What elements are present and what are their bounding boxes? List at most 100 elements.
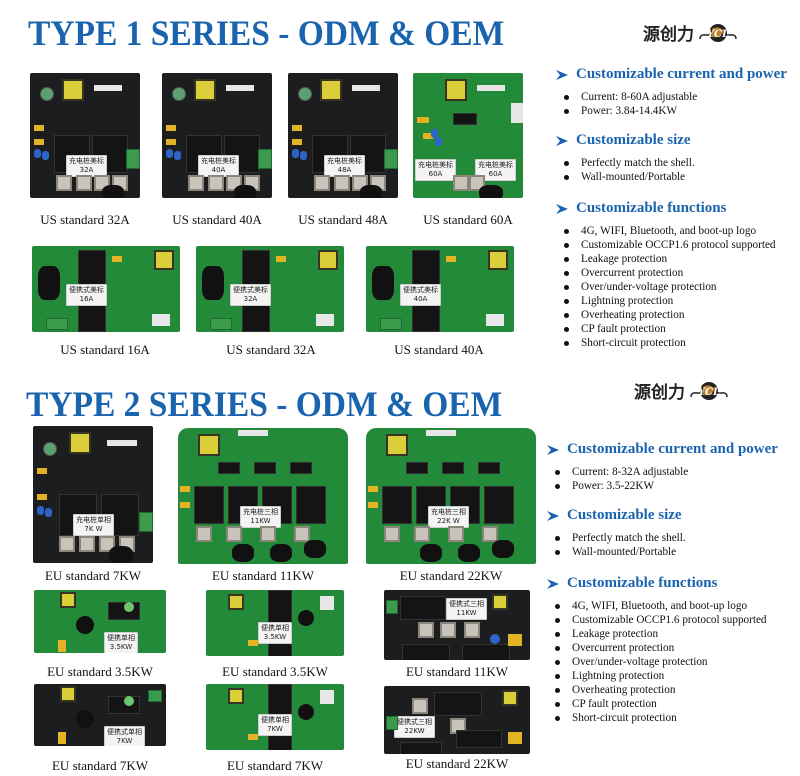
list-item: Leakage protection <box>556 252 796 266</box>
brand-logo-icon: YCL <box>690 381 728 400</box>
list-item: Customizable OCCP1.6 protocol supported <box>547 613 797 627</box>
caption-eu-7kw-portable-b: EU standard 7KW <box>226 758 324 773</box>
list-item: Wall-mounted/Portable <box>547 545 797 559</box>
arrow-bullet-icon <box>547 444 559 455</box>
list-item: Power: 3.5-22KW <box>547 479 797 493</box>
caption-us-16a: US standard 16A <box>60 342 150 357</box>
arrow-bullet-icon <box>556 203 568 214</box>
type1-functions-heading: Customizable functions <box>556 200 796 217</box>
type2-current-power-list: Current: 8-32A adjustable Power: 3.5-22K… <box>547 465 797 493</box>
arrow-bullet-icon <box>547 510 559 521</box>
list-item: Wall-mounted/Portable <box>556 170 796 184</box>
caption-eu-3-5kw-a: EU standard 3.5KW <box>47 664 153 679</box>
caption-us-32a-portable: US standard 32A <box>226 342 316 357</box>
list-item: Customizable OCCP1.6 protocol supported <box>556 238 796 252</box>
caption-us-48a: US standard 48A <box>298 212 388 227</box>
caption-eu-22kw: EU standard 22KW <box>399 568 503 583</box>
list-item: Perfectly match the shell. <box>547 531 797 545</box>
brand-logo-text: 源创力 <box>643 25 694 45</box>
type1-current-power-list: Current: 8-60A adjustable Power: 3.84-14… <box>556 90 796 118</box>
list-item: Current: 8-60A adjustable <box>556 90 796 104</box>
type1-features: Customizable current and power Current: … <box>556 66 796 350</box>
arrow-bullet-icon <box>556 69 568 80</box>
type2-current-power-heading: Customizable current and power <box>547 441 797 458</box>
list-item: Over/under-voltage protection <box>556 280 796 294</box>
type2-size-list: Perfectly match the shell. Wall-mounted/… <box>547 531 797 559</box>
caption-us-32a: US standard 32A <box>40 212 130 227</box>
list-item: Overcurrent protection <box>547 641 797 655</box>
list-item: Perfectly match the shell. <box>556 156 796 170</box>
type1-size-heading: Customizable size <box>556 132 796 149</box>
caption-eu-11kw: EU standard 11KW <box>211 568 315 583</box>
list-item: Short-circuit protection <box>556 336 796 350</box>
list-item: CP fault protection <box>556 322 796 336</box>
list-item: Overheating protection <box>547 683 797 697</box>
brand-logo: 源创力 YCL <box>643 20 738 45</box>
caption-eu-22kw-portable: EU standard 22KW <box>405 756 509 771</box>
list-item: Lightning protection <box>556 294 796 308</box>
svg-text:YCL: YCL <box>707 29 729 40</box>
arrow-bullet-icon <box>547 578 559 589</box>
brand-logo-2: 源创力 YCL <box>634 378 729 403</box>
list-item: Leakage protection <box>547 627 797 641</box>
type1-size-list: Perfectly match the shell. Wall-mounted/… <box>556 156 796 184</box>
svg-text:YCL: YCL <box>698 387 720 398</box>
list-item: Over/under-voltage protection <box>547 655 797 669</box>
type2-functions-heading: Customizable functions <box>547 575 797 592</box>
brand-logo-icon: YCL <box>699 23 737 42</box>
caption-us-60a: US standard 60A <box>423 212 513 227</box>
caption-eu-7kw-portable-a: EU standard 7KW <box>51 758 149 773</box>
caption-us-40a: US standard 40A <box>172 212 262 227</box>
caption-eu-3-5kw-b: EU standard 3.5KW <box>222 664 328 679</box>
list-item: 4G, WIFI, Bluetooth, and boot-up logo <box>556 224 796 238</box>
list-item: CP fault protection <box>547 697 797 711</box>
list-item: Power: 3.84-14.4KW <box>556 104 796 118</box>
brand-logo-text: 源创力 <box>634 383 685 403</box>
type2-title: TYPE 2 SERIES - ODM & OEM <box>26 384 503 424</box>
list-item: Overcurrent protection <box>556 266 796 280</box>
list-item: 4G, WIFI, Bluetooth, and boot-up logo <box>547 599 797 613</box>
list-item: Short-circuit protection <box>547 711 797 725</box>
type2-features: Customizable current and power Current: … <box>547 441 797 725</box>
list-item: Lightning protection <box>547 669 797 683</box>
caption-us-40a-portable: US standard 40A <box>394 342 484 357</box>
type2-functions-list: 4G, WIFI, Bluetooth, and boot-up logo Cu… <box>547 599 797 725</box>
caption-eu-11kw-portable: EU standard 11KW <box>405 664 509 679</box>
type1-title: TYPE 1 SERIES - ODM & OEM <box>28 13 505 53</box>
type1-current-power-heading: Customizable current and power <box>556 66 796 83</box>
arrow-bullet-icon <box>556 135 568 146</box>
caption-eu-7kw: EU standard 7KW <box>44 568 142 583</box>
type1-functions-list: 4G, WIFI, Bluetooth, and boot-up logo Cu… <box>556 224 796 350</box>
list-item: Current: 8-32A adjustable <box>547 465 797 479</box>
